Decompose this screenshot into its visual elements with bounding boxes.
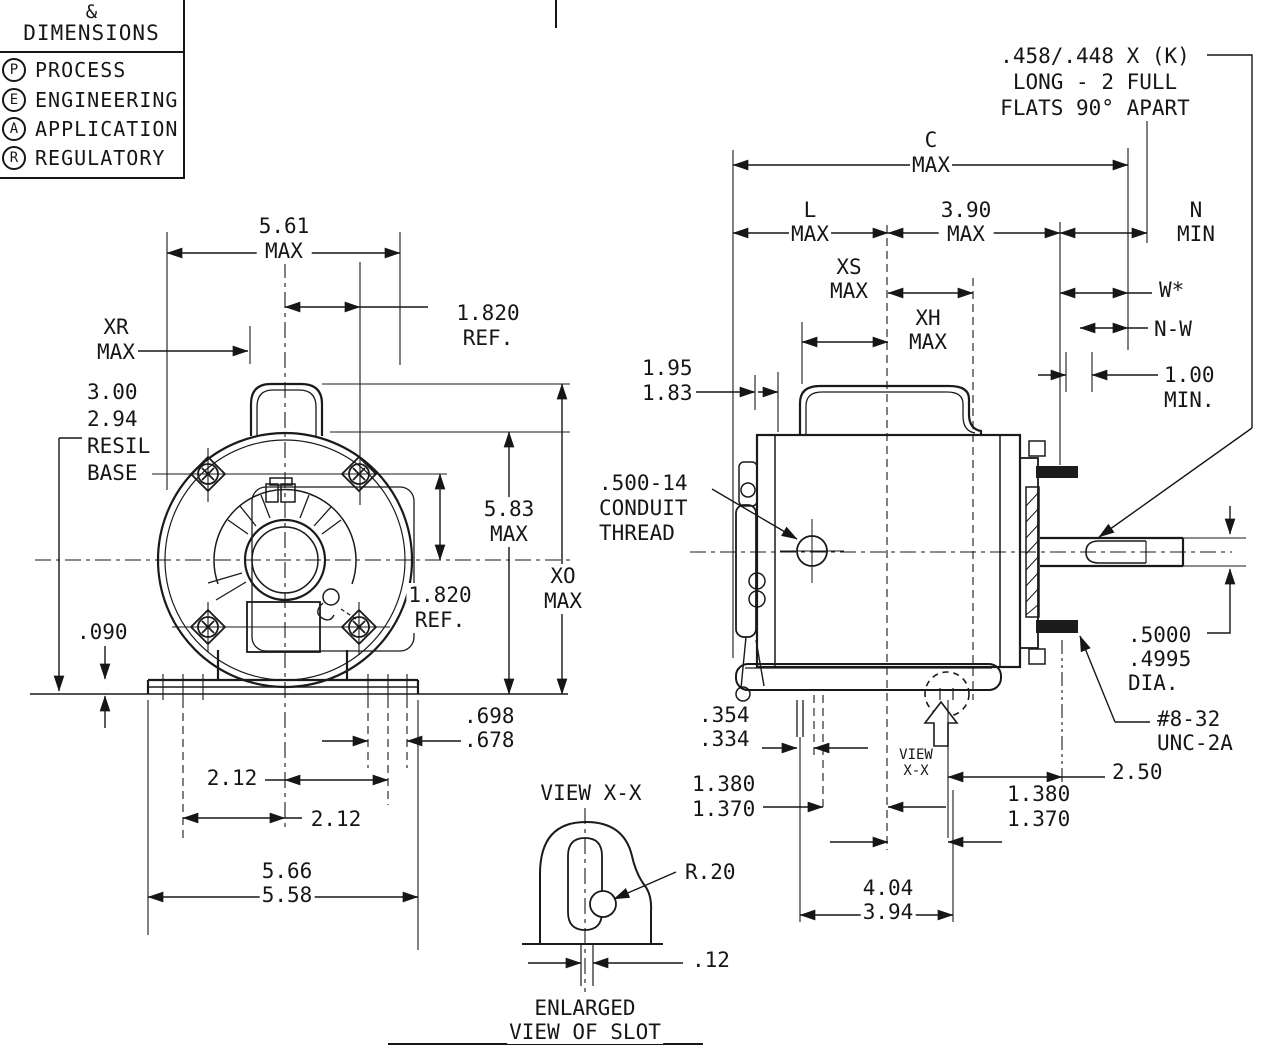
legend-code-badge: R bbox=[2, 146, 26, 170]
legend-row-label: PROCESS bbox=[35, 58, 127, 82]
dim-label-l-max: L MAX bbox=[789, 198, 831, 246]
dim-label-3-90: 3.90 MAX bbox=[938, 198, 994, 246]
dim-label-width-5-61: 5.61 MAX bbox=[256, 214, 312, 264]
dim-label-12: .12 bbox=[690, 948, 732, 973]
dim-label-bolt-ref-top: 1.820 REF. bbox=[454, 301, 522, 351]
legend-divider bbox=[0, 51, 183, 53]
note-label-shaft-dia: .5000 .4995 DIA. bbox=[1126, 623, 1194, 695]
note-label-resil-base: 3.00 2.94 RESIL BASE bbox=[85, 379, 153, 487]
dim-label-w: W* bbox=[1157, 278, 1187, 303]
dim-label-090: .090 bbox=[75, 620, 130, 645]
slot-view-caption: ENLARGED VIEW OF SLOT bbox=[507, 996, 663, 1044]
side-view-dimensions bbox=[696, 54, 1253, 921]
slot-view-drawing bbox=[522, 808, 663, 992]
legend-row-process: P PROCESS bbox=[2, 58, 126, 82]
dim-label-xs-max: XS MAX bbox=[828, 255, 870, 303]
dim-label-n-w: N-W bbox=[1152, 317, 1194, 342]
note-label-conduit-thread: .500-14 CONDUIT THREAD bbox=[597, 471, 690, 546]
dim-label-xh-max: XH MAX bbox=[907, 306, 949, 354]
front-view-dimensions bbox=[53, 247, 568, 903]
view-xx-arrow bbox=[923, 700, 959, 747]
legend-row-regulatory: R REGULATORY bbox=[2, 146, 165, 170]
dim-label-base-width: 5.66 5.58 bbox=[259, 859, 315, 907]
legend-row-application: A APPLICATION bbox=[2, 117, 178, 141]
callout-label-view-xx: VIEW X-X bbox=[897, 747, 935, 779]
dim-label-r-20: R.20 bbox=[683, 860, 738, 885]
dim-label-c-max: C MAX bbox=[910, 128, 952, 178]
legend-row-engineering: E ENGINEERING bbox=[2, 88, 178, 112]
legend-amp: & bbox=[85, 1, 98, 23]
slot-radius-bump bbox=[589, 890, 617, 918]
slot-view-dimensions bbox=[528, 871, 683, 969]
legend-code-badge: A bbox=[2, 117, 26, 141]
legend-row-label: REGULATORY bbox=[35, 146, 166, 170]
dim-label-4-04: 4.04 3.94 bbox=[860, 876, 916, 924]
dim-label-1-380-right: 1.380 1.370 bbox=[1005, 782, 1073, 832]
legend-box: & DIMENSIONS P PROCESS E ENGINEERING A A… bbox=[0, 0, 185, 179]
note-label-stud-thread: #8-32 UNC-2A bbox=[1155, 707, 1235, 755]
dim-label-foot-slot: .698 .678 bbox=[462, 704, 517, 752]
dim-label-354: .354 .334 bbox=[697, 703, 752, 751]
dim-label-bolt-ref-side: 1.820 REF. bbox=[406, 583, 474, 633]
dim-label-xr-max: XR MAX bbox=[95, 315, 137, 365]
legend-code-badge: E bbox=[2, 88, 26, 112]
dim-label-2-12-left: 2.12 bbox=[308, 807, 364, 832]
side-view-centerlines bbox=[690, 85, 1246, 922]
note-label-shaft-flat: .458/.448 X (K) LONG - 2 FULL FLATS 90° … bbox=[998, 43, 1192, 121]
legend-code-badge: P bbox=[2, 58, 26, 82]
dim-label-1-95: 1.95 1.83 bbox=[640, 356, 695, 406]
dim-label-2-12-right: 2.12 bbox=[204, 766, 260, 791]
dim-label-2-50: 2.50 bbox=[1110, 760, 1165, 785]
slot-view-title: VIEW X-X bbox=[538, 781, 644, 806]
legend-row-label: APPLICATION bbox=[35, 117, 179, 141]
dim-label-n-min: N MIN bbox=[1175, 198, 1217, 246]
dim-label-xo-max: XO MAX bbox=[542, 564, 584, 614]
dim-label-1-380-left: 1.380 1.370 bbox=[690, 772, 758, 822]
legend-row-label: ENGINEERING bbox=[35, 88, 179, 112]
side-view-motor bbox=[735, 384, 1185, 747]
dim-label-1-00-min: 1.00 MIN. bbox=[1162, 363, 1217, 413]
legend-title: DIMENSIONS bbox=[23, 21, 160, 45]
dim-label-height-5-83: 5.83 MAX bbox=[481, 497, 537, 547]
